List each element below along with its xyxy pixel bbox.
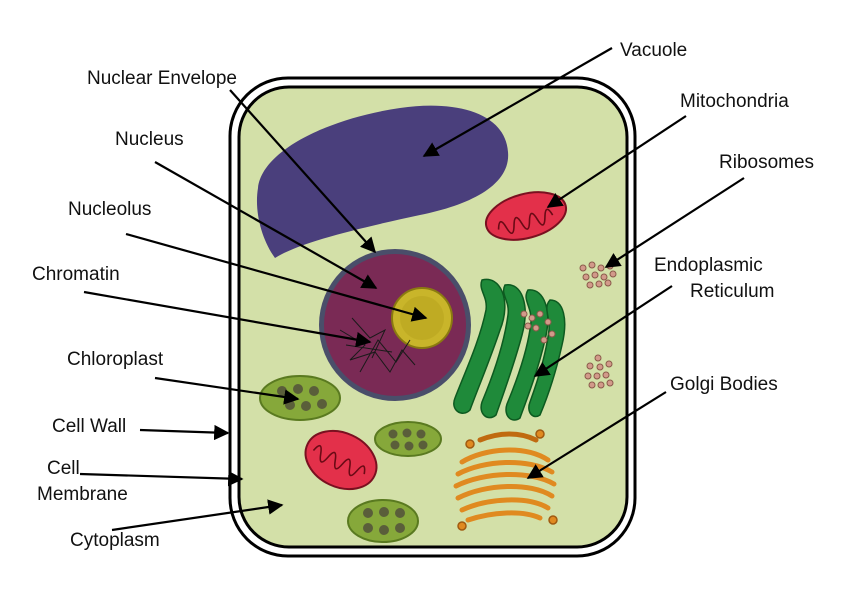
- chloroplast-1: [259, 375, 341, 421]
- label-nuclear-envelope: Nuclear Envelope: [87, 68, 237, 89]
- endoplasmic-reticulum: [453, 278, 566, 421]
- label-cytoplasm: Cytoplasm: [70, 530, 160, 551]
- arrow-cytoplasm: [111, 499, 284, 532]
- label-endoplasmic-line2: Reticulum: [690, 281, 775, 302]
- arrow-ribosomes: [604, 177, 745, 268]
- chloroplast-2: [374, 421, 442, 457]
- label-golgi-bodies: Golgi Bodies: [670, 374, 778, 395]
- arrow-nucleus: [154, 161, 378, 289]
- label-ribosomes: Ribosomes: [719, 152, 815, 173]
- arrow-vacuole: [422, 47, 613, 157]
- mitochondrion-top: [484, 191, 568, 241]
- arrow-nucleolus: [125, 232, 428, 322]
- chloroplast-3: [347, 499, 419, 543]
- arrow-golgi: [526, 391, 667, 479]
- ribosomes-bottom: [584, 354, 614, 389]
- label-cell-wall: Cell Wall: [52, 416, 127, 437]
- mitochondrion-bottom: [304, 429, 378, 491]
- pointer-arrows: [79, 47, 745, 532]
- label-chromatin: Chromatin: [32, 264, 120, 285]
- label-cell-membrane-line1: Cell: [47, 458, 80, 479]
- label-mitochondria: Mitochondria: [680, 91, 789, 112]
- arrow-nuclear-envelope: [229, 89, 377, 254]
- arrow-chromatin: [83, 290, 372, 348]
- label-vacuole: Vacuole: [620, 40, 688, 61]
- arrow-cell-membrane: [79, 470, 244, 487]
- label-nucleus: Nucleus: [115, 129, 184, 150]
- arrow-chloroplast: [154, 376, 300, 405]
- nucleus: [319, 249, 471, 401]
- arrow-endoplasmic: [533, 285, 673, 377]
- label-cell-membrane-line2: Membrane: [37, 484, 128, 505]
- label-chloroplast: Chloroplast: [67, 349, 164, 370]
- label-nucleolus: Nucleolus: [68, 199, 152, 220]
- arrow-cell-wall: [139, 424, 230, 441]
- arrow-mitochondria: [546, 115, 687, 208]
- label-endoplasmic-line1: Endoplasmic: [654, 255, 763, 276]
- ribosomes-top: [579, 261, 617, 289]
